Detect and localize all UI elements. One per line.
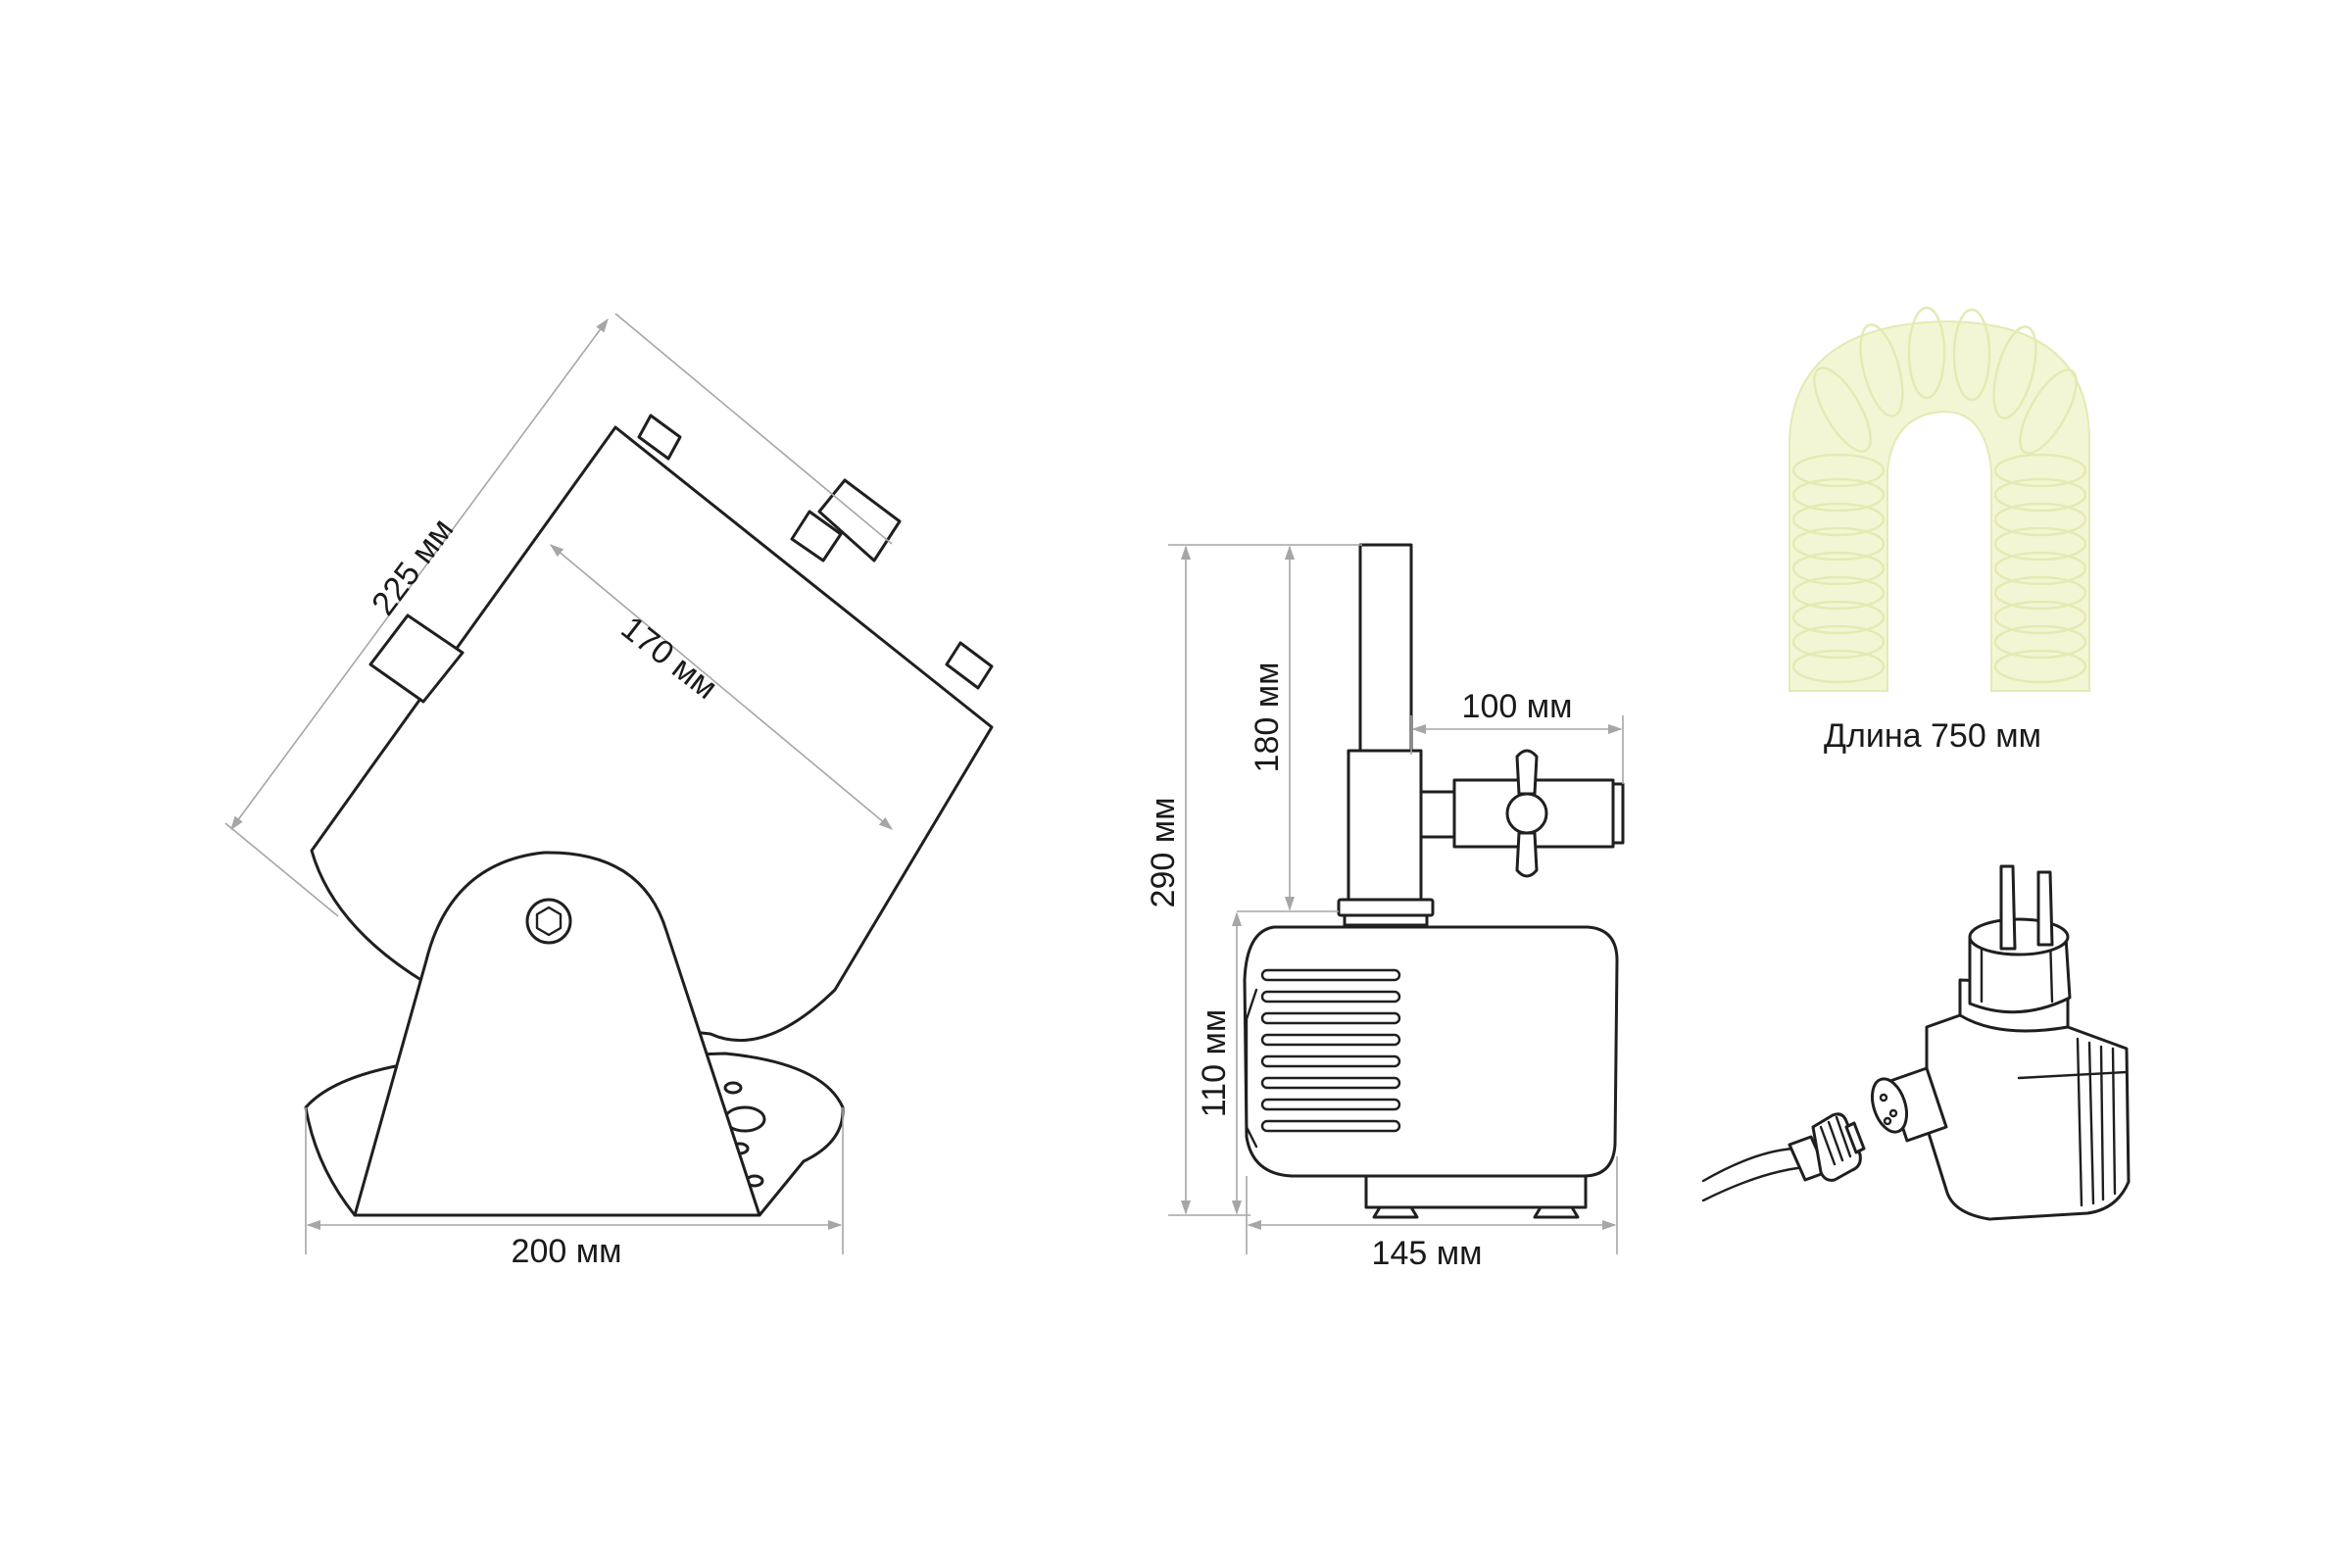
pump-drawing: 290 мм 180 мм 110 мм 100 мм 145 мм (1145, 543, 1625, 1272)
cable-connector (1788, 1112, 1866, 1182)
cable-coil-band (1788, 319, 2090, 692)
cable-length-caption: Длина 750 мм (1824, 717, 2041, 755)
pump-stand (1364, 1174, 1588, 1209)
pivot-bolt (525, 898, 572, 945)
dimension-145: 145 мм (1246, 1156, 1618, 1272)
pump-outlet (1419, 749, 1625, 878)
dimension-label-225: 225 мм (365, 512, 461, 622)
dimension-110: 110 мм (1196, 911, 1243, 1215)
pump-tee (1347, 749, 1423, 902)
transformer-body (1925, 1013, 2131, 1221)
dimension-label-180: 180 мм (1249, 662, 1286, 773)
dimension-label-200: 200 мм (512, 1233, 622, 1270)
dimension-100: 100 мм (1410, 688, 1624, 784)
spotlight-drawing: 225 мм 170 мм 200 мм (224, 313, 994, 1270)
pump-nut (1337, 898, 1435, 917)
pump-grill (1245, 968, 1401, 1149)
transformer-fins (2017, 1037, 2129, 1207)
dimension-label-110: 110 мм (1196, 1009, 1233, 1117)
dimension-200: 200 мм (305, 1107, 844, 1270)
plug-transformer-drawing (1701, 864, 2131, 1221)
pump-pipe (1358, 543, 1413, 753)
pump-body (1243, 925, 1619, 1178)
dimension-290: 290 мм (1145, 544, 1362, 1216)
euro-plug (1958, 864, 2072, 1033)
dimension-180: 180 мм (1237, 545, 1339, 912)
dimension-label-290: 290 мм (1145, 798, 1182, 908)
transformer-socket (1870, 1066, 1948, 1143)
spotlight-yoke (353, 851, 761, 1217)
dimension-label-145: 145 мм (1372, 1235, 1483, 1272)
coiled-cable-drawing: Длина 750 мм (1788, 306, 2090, 755)
dimension-label-100: 100 мм (1462, 688, 1573, 725)
cable-coil-loops (1791, 306, 2087, 684)
